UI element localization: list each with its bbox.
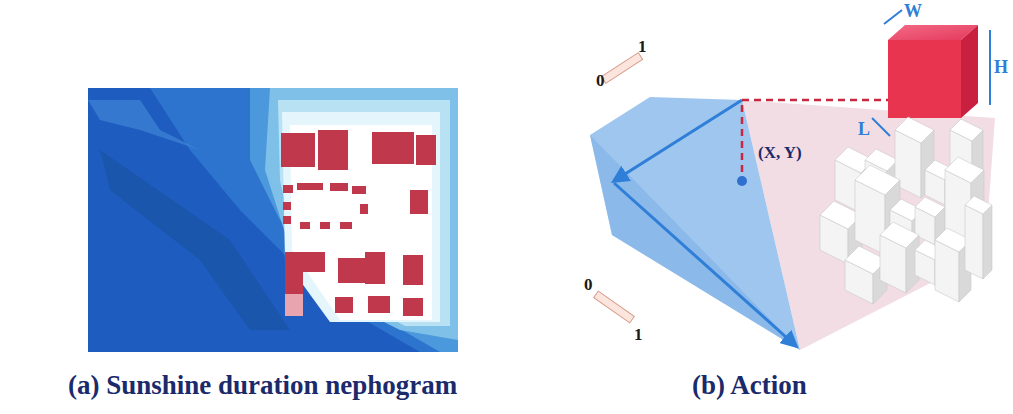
- scale-number: 0: [584, 276, 593, 293]
- building-block: [950, 119, 983, 141]
- panel-caption: (a) Sunshine duration nephogram: [68, 372, 457, 399]
- scale-number: 0: [596, 72, 605, 89]
- building-block: [855, 165, 900, 195]
- coordinate-label: (X, Y): [758, 144, 802, 161]
- building-block: [965, 205, 983, 279]
- site-action: [590, 10, 995, 350]
- scale-number: 1: [638, 38, 647, 55]
- building-block: [895, 117, 934, 143]
- dimension-label: L: [858, 120, 870, 138]
- sunshine-nephogram: [88, 88, 458, 352]
- dimension-label: H: [994, 58, 1008, 76]
- building-block: [915, 197, 945, 217]
- building-block: [965, 196, 992, 214]
- scale-number: 1: [634, 326, 643, 343]
- building-block: [945, 157, 984, 183]
- building-block: [880, 222, 919, 248]
- dimension-label: W: [904, 2, 922, 20]
- building-block: [983, 205, 992, 279]
- panel-caption: (b) Action: [692, 372, 807, 399]
